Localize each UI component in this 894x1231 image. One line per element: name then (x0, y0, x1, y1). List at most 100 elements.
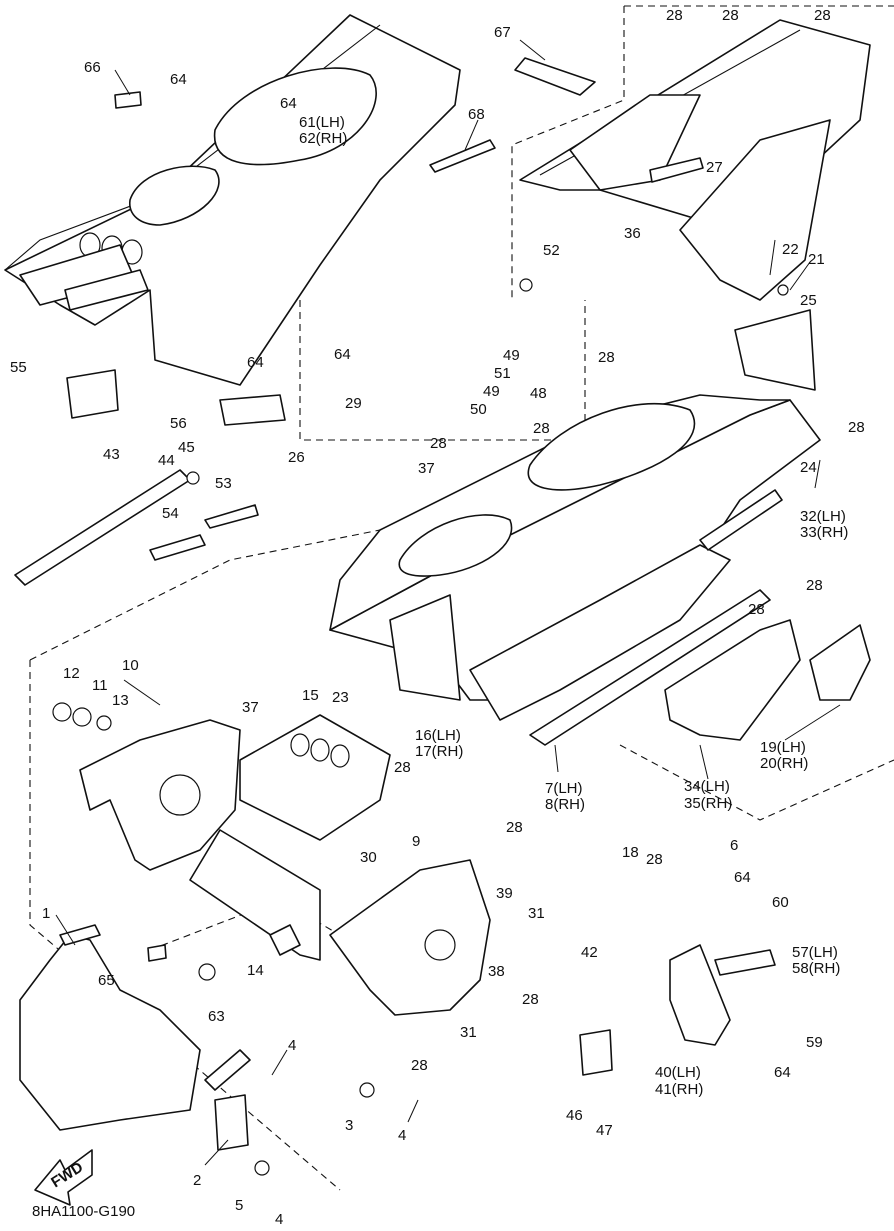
callout-c21: 21 (808, 251, 825, 268)
callout-c35: 35(RH) (684, 795, 732, 812)
callout-c40: 40(LH) (655, 1064, 701, 1081)
callout-c4b: 4 (398, 1127, 406, 1144)
callout-c28e: 28 (533, 420, 550, 437)
callout-c57: 57(LH) (792, 944, 838, 961)
callout-c14: 14 (247, 962, 264, 979)
callout-c54: 54 (162, 505, 179, 522)
front-bulkhead-9 (329, 859, 491, 1016)
callout-c32: 32(LH) (800, 508, 846, 525)
callout-c11: 11 (92, 677, 108, 694)
callout-c51: 51 (494, 365, 511, 382)
callout-c28a: 28 (666, 7, 683, 24)
callout-c68: 68 (468, 106, 485, 123)
rear-tunnel-section (4, 14, 461, 386)
callout-c25: 25 (800, 292, 817, 309)
callout-c8: 8(RH) (545, 796, 585, 813)
callout-c46: 46 (566, 1107, 583, 1124)
callout-c53: 53 (215, 475, 232, 492)
callout-c56: 56 (170, 415, 187, 432)
callout-c65: 65 (98, 972, 115, 989)
small-parts (14, 57, 816, 1176)
callout-c64a: 64 (170, 71, 187, 88)
callout-c20: 20(RH) (760, 755, 808, 772)
callout-c58: 58(RH) (792, 960, 840, 977)
callout-c27: 27 (706, 159, 723, 176)
callout-c33: 33(RH) (800, 524, 848, 541)
callout-c3: 3 (345, 1117, 353, 1134)
callout-c31b: 31 (460, 1024, 477, 1041)
callout-c4a: 4 (288, 1037, 296, 1054)
rear-plate-34 (664, 619, 871, 741)
callout-c28g: 28 (848, 419, 865, 436)
callout-labels: 123444567(LH)8(RH)910111213141516(LH)17(… (10, 7, 865, 1228)
callout-c28h: 28 (806, 577, 823, 594)
callout-c39: 39 (496, 885, 513, 902)
callout-c44: 44 (158, 452, 175, 469)
front-frame-1 (19, 924, 251, 1131)
cross-bracket (189, 829, 321, 961)
callout-c17: 17(RH) (415, 743, 463, 760)
callout-c60: 60 (772, 894, 789, 911)
callout-c5: 5 (235, 1197, 243, 1214)
callout-c19: 19(LH) (760, 739, 806, 756)
callout-c1: 1 (42, 905, 50, 922)
callout-c12: 12 (63, 665, 80, 682)
callout-c59: 59 (806, 1034, 823, 1051)
callout-c37b: 37 (418, 460, 435, 477)
callout-c49a: 49 (503, 347, 520, 364)
callout-c52: 52 (543, 242, 560, 259)
callout-c28l: 28 (646, 851, 663, 868)
callout-c28i: 28 (748, 601, 765, 618)
diagram-code: 8HA1100-G190 (32, 1203, 135, 1220)
callout-c47: 47 (596, 1122, 613, 1139)
callout-c22: 22 (782, 241, 799, 258)
callout-c66: 66 (84, 59, 101, 76)
panel-15 (239, 714, 391, 841)
callout-c38: 38 (488, 963, 505, 980)
callout-c31a: 31 (528, 905, 545, 922)
fwd-arrow: FWD (34, 1149, 93, 1206)
callout-c55: 55 (10, 359, 27, 376)
callout-c67: 67 (494, 24, 511, 41)
callout-c26: 26 (288, 449, 305, 466)
callout-c28k: 28 (506, 819, 523, 836)
front-bulkhead-10 (52, 702, 241, 871)
callout-c42: 42 (581, 944, 598, 961)
callout-c28j: 28 (394, 759, 411, 776)
callout-c10: 10 (122, 657, 139, 674)
callout-c63: 63 (208, 1008, 225, 1025)
callout-c2: 2 (193, 1172, 201, 1189)
side-rail-7 (529, 489, 783, 746)
callout-c4c: 4 (275, 1211, 283, 1226)
callout-c64d: 64 (334, 346, 351, 363)
callout-c45: 45 (178, 439, 195, 456)
callout-c28b: 28 (722, 7, 739, 24)
callout-c7: 7(LH) (545, 780, 583, 797)
callout-c28n: 28 (411, 1057, 428, 1074)
callout-c9: 9 (412, 833, 420, 850)
callout-c28c: 28 (814, 7, 831, 24)
callout-c6: 6 (730, 837, 738, 854)
callout-c28m: 28 (522, 991, 539, 1008)
callout-c24: 24 (800, 459, 817, 476)
callout-c29: 29 (345, 395, 362, 412)
callout-c16: 16(LH) (415, 727, 461, 744)
callout-c64f: 64 (774, 1064, 791, 1081)
rear-rail-section (519, 19, 871, 301)
footrest-40 (669, 944, 776, 1046)
callout-c43: 43 (103, 446, 120, 463)
callout-c28d: 28 (598, 349, 615, 366)
callout-c15: 15 (302, 687, 319, 704)
callout-c64b: 64 (280, 95, 297, 112)
callout-c13: 13 (112, 692, 129, 709)
callout-c23: 23 (332, 689, 349, 706)
callout-c18: 18 (622, 844, 639, 861)
callout-c49b: 49 (483, 383, 500, 400)
callout-c36: 36 (624, 225, 641, 242)
callout-c62: 62(RH) (299, 130, 347, 147)
callout-c30: 30 (360, 849, 377, 866)
callout-c34: 34(LH) (684, 778, 730, 795)
callout-c37a: 37 (242, 699, 259, 716)
